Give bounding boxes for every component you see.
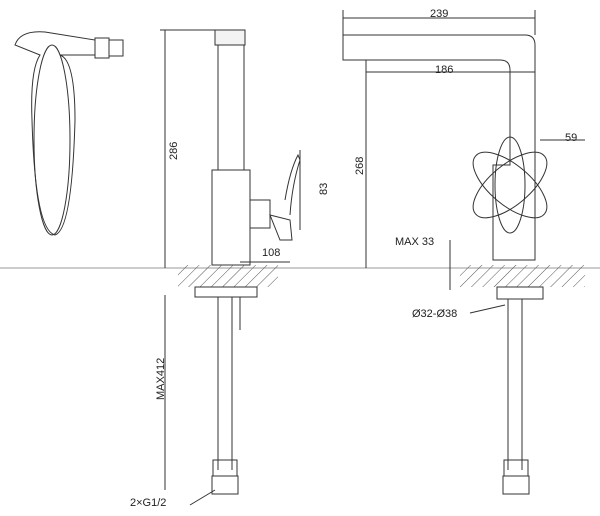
side-view bbox=[160, 29, 301, 506]
dim-handle-height: 83 bbox=[318, 182, 330, 195]
dim-spout-reach: 239 bbox=[430, 8, 449, 20]
top-view bbox=[14, 31, 124, 236]
front-view bbox=[342, 10, 585, 495]
dim-height-left: 286 bbox=[168, 141, 180, 160]
dim-handle-depth: 108 bbox=[262, 247, 281, 259]
dim-height-right: 268 bbox=[354, 156, 366, 175]
dim-deck-thickness: MAX 33 bbox=[395, 236, 435, 248]
dim-handle-offset: 59 bbox=[565, 132, 578, 144]
dim-spout-inner: 186 bbox=[435, 64, 454, 76]
dim-connection: 2×G1/2 bbox=[130, 497, 167, 509]
dim-hole-diameter: Ø32-Ø38 bbox=[412, 308, 458, 320]
dim-hose-length: MAX412 bbox=[155, 357, 167, 400]
